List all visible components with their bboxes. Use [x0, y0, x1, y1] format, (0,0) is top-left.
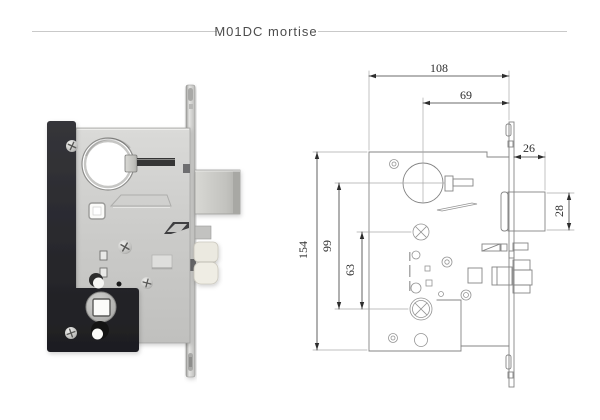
- spindle-hub: [85, 291, 117, 323]
- lock-photo: [47, 84, 241, 378]
- cylinder-screw-boss: [88, 202, 106, 220]
- black-mounting-plate: [47, 121, 139, 352]
- title-bar: M01DC mortise: [0, 24, 600, 39]
- dim-label-154: 154: [296, 241, 310, 259]
- drawing-latch-bolt: [500, 191, 546, 232]
- stop-works-window: [151, 254, 173, 270]
- dim-label-63: 63: [343, 264, 357, 276]
- dim-label-108: 108: [430, 61, 448, 75]
- latch-bolt: [194, 169, 241, 215]
- screw-center: [118, 240, 132, 254]
- dim-label-26: 26: [523, 141, 535, 155]
- extension-lines: [312, 70, 575, 351]
- screw-top-left: [66, 140, 78, 152]
- title-rule-left: [32, 31, 217, 32]
- deadbolt-window: [164, 222, 189, 234]
- crescent-hole: [89, 273, 104, 289]
- screw-right: [141, 277, 153, 289]
- title-rule-right: [318, 31, 567, 32]
- dimension-arrows: [314, 73, 572, 350]
- guard-bolt-tab: [194, 225, 212, 240]
- latch-bolt-bevel: [233, 170, 240, 214]
- adjust-slot-lower: [99, 267, 108, 278]
- bottom-hole: [91, 321, 109, 340]
- drawing-faceplate: [505, 121, 515, 388]
- latch-tab-slot: [183, 164, 190, 173]
- pin-hole: [116, 281, 122, 287]
- dim-label-28: 28: [552, 205, 566, 217]
- vertical-engraving-marks: [409, 252, 411, 291]
- faceplate-notch-top: [189, 104, 193, 109]
- faceplate-slot-inner: [189, 357, 192, 367]
- page-title: M01DC mortise: [214, 24, 318, 39]
- technical-drawing: 108 69 26 28 154 99 63: [296, 61, 575, 388]
- embossed-chevron: [109, 194, 172, 208]
- drawing-aux-latch: [481, 242, 529, 252]
- deadbolt: [193, 241, 219, 285]
- drawing-deadbolt: [467, 259, 533, 294]
- dim-label-69: 69: [460, 88, 472, 102]
- adjust-slot-upper: [99, 250, 108, 261]
- screw-bottom-left: [65, 327, 77, 339]
- cylinder-cam-pin: [124, 154, 175, 173]
- dim-label-99: 99: [320, 240, 334, 252]
- drawing-internals: [388, 159, 478, 347]
- faceplate-screw-slot-top: [188, 88, 193, 101]
- case-outline: [368, 151, 510, 352]
